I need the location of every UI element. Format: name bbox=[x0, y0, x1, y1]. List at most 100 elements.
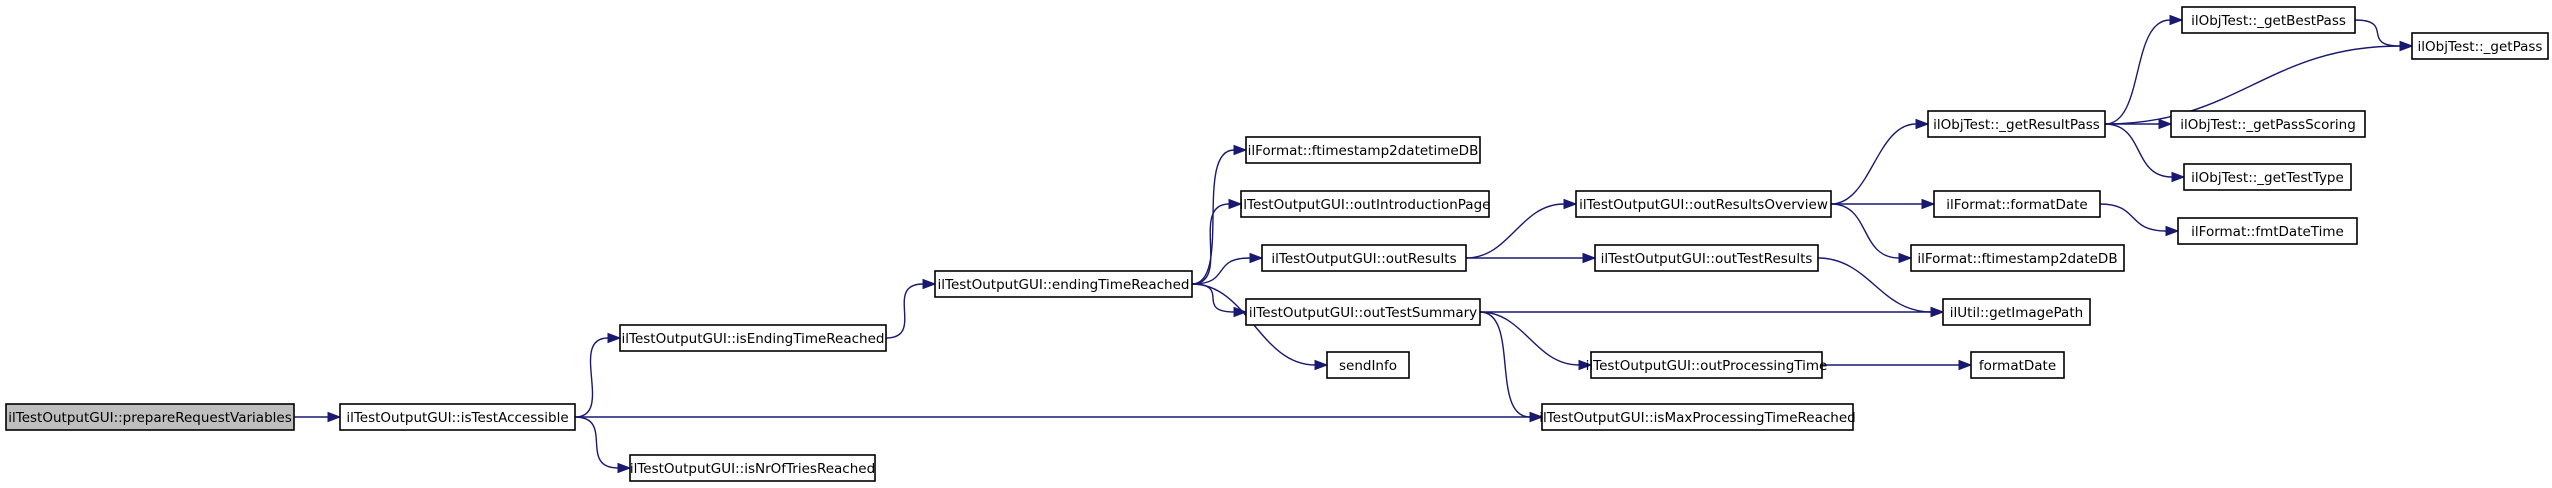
node-getTestType[interactable]: ilObjTest::_getTestType bbox=[2183, 163, 2352, 191]
node-sendInfo[interactable]: sendInfo bbox=[1326, 351, 1410, 379]
edge-arrowhead bbox=[1582, 252, 1597, 264]
node-label: ilTestOutputGUI::isMaxProcessingTimeReac… bbox=[1539, 410, 1855, 426]
node-box bbox=[339, 403, 576, 431]
edge-line bbox=[2104, 123, 2173, 178]
node-label: ilFormat::formatDate bbox=[1946, 197, 2087, 213]
edge-line bbox=[2354, 19, 2401, 47]
node-box bbox=[1240, 190, 1490, 218]
node-label: ilObjTest::_getBestPass bbox=[2191, 13, 2346, 29]
edges-layer bbox=[293, 14, 2414, 474]
node-label: ilTestOutputGUI::isTestAccessible bbox=[346, 410, 568, 426]
node-box bbox=[1326, 351, 1410, 379]
edge-arrowhead bbox=[1563, 198, 1578, 210]
edge-isEndingTimeReached-to-endingTimeReached bbox=[885, 278, 937, 339]
edge-getBestPass-to-getPass bbox=[2354, 19, 2414, 52]
edge-arrowhead bbox=[1958, 359, 1973, 371]
node-label: ilFormat::fmtDateTime bbox=[2191, 224, 2344, 240]
node-outResultsOverview[interactable]: ilTestOutputGUI::outResultsOverview bbox=[1575, 190, 1832, 218]
node-label: ilTestOutputGUI::outTestSummary bbox=[1249, 305, 1477, 321]
edge-endingTimeReached-to-ftimestamp2datetimeDB bbox=[1191, 144, 1248, 285]
edge-line bbox=[574, 416, 619, 469]
node-box bbox=[5, 403, 295, 431]
node-box bbox=[1245, 136, 1481, 164]
node-fmtDateTime[interactable]: ilFormat::fmtDateTime bbox=[2177, 217, 2358, 245]
edge-isTestAccessible-to-isNrOfTriesReached bbox=[574, 416, 632, 474]
edge-arrowhead bbox=[1578, 359, 1593, 371]
node-getPass[interactable]: ilObjTest::_getPass bbox=[2411, 32, 2549, 60]
node-label: ilTestOutputGUI::outProcessingTime bbox=[1586, 358, 1828, 374]
node-outProcessingTime[interactable]: ilTestOutputGUI::outProcessingTime bbox=[1586, 351, 1828, 379]
node-label: ilObjTest::_getPass bbox=[2418, 39, 2543, 55]
edge-outProcessingTime-to-formatDate bbox=[1822, 359, 1973, 371]
edge-arrowhead bbox=[2158, 118, 2173, 130]
edge-outTestSummary-to-outProcessingTime bbox=[1479, 311, 1593, 371]
edge-arrowhead bbox=[1529, 411, 1544, 423]
edge-endingTimeReached-to-outTestSummary bbox=[1191, 283, 1248, 318]
edge-line bbox=[1817, 257, 1932, 313]
edge-arrowhead bbox=[2165, 225, 2180, 237]
node-ftimestamp2datetimeDB[interactable]: ilFormat::ftimestamp2datetimeDB bbox=[1245, 136, 1481, 164]
node-box bbox=[2411, 32, 2549, 60]
node-isEndingTimeReached[interactable]: ilTestOutputGUI::isEndingTimeReached bbox=[619, 324, 887, 352]
node-box bbox=[2177, 217, 2358, 245]
node-formatDateIl[interactable]: ilFormat::formatDate bbox=[1933, 190, 2101, 218]
node-isNrOfTriesReached[interactable]: ilTestOutputGUI::isNrOfTriesReached bbox=[629, 454, 876, 482]
node-getPassScoring[interactable]: ilObjTest::_getPassScoring bbox=[2170, 110, 2366, 138]
edge-arrowhead bbox=[1898, 252, 1913, 264]
node-formatDate[interactable]: formatDate bbox=[1970, 351, 2065, 379]
node-getImagePath[interactable]: ilUtil::getImagePath bbox=[1942, 298, 2091, 326]
edge-outResultsOverview-to-ftimestamp2dateDB bbox=[1830, 203, 1913, 264]
edge-arrowhead bbox=[607, 332, 622, 344]
edge-arrowhead bbox=[2399, 40, 2414, 52]
node-label: ilTestOutputGUI::outResultsOverview bbox=[1579, 197, 1828, 213]
edge-line bbox=[1830, 203, 1900, 259]
node-prepare[interactable]: ilTestOutputGUI::prepareRequestVariables bbox=[5, 403, 295, 431]
edge-line bbox=[1479, 311, 1580, 366]
edge-line bbox=[574, 337, 609, 418]
edge-prepare-to-isTestAccessible bbox=[293, 411, 342, 423]
edge-outResultsOverview-to-formatDateIl bbox=[1831, 198, 1936, 210]
edge-arrowhead bbox=[2169, 14, 2184, 26]
edge-arrowhead bbox=[1915, 118, 1930, 130]
node-box bbox=[1575, 190, 1832, 218]
edge-formatDateIl-to-fmtDateTime bbox=[2099, 203, 2180, 237]
node-label: ilObjTest::_getTestType bbox=[2191, 170, 2344, 186]
edge-line bbox=[1479, 311, 1531, 418]
node-outTestResults[interactable]: ilTestOutputGUI::outTestResults bbox=[1594, 244, 1819, 272]
node-label: ilTestOutputGUI::outResults bbox=[1271, 251, 1456, 267]
edge-line bbox=[885, 283, 924, 339]
node-label: ilFormat::ftimestamp2datetimeDB bbox=[1248, 143, 1479, 159]
edge-getResultPass-to-getPassScoring bbox=[2105, 118, 2173, 130]
edge-line bbox=[2104, 19, 2171, 125]
edge-arrowhead bbox=[922, 278, 937, 290]
edge-outResults-to-outTestResults bbox=[1465, 252, 1597, 264]
node-outIntroductionPage[interactable]: ilTestOutputGUI::outIntroductionPage bbox=[1240, 190, 1491, 218]
edge-getResultPass-to-getTestType bbox=[2104, 123, 2186, 183]
node-outTestSummary[interactable]: ilTestOutputGUI::outTestSummary bbox=[1245, 298, 1481, 326]
edge-line bbox=[2104, 45, 2401, 125]
node-label: ilObjTest::_getResultPass bbox=[1933, 117, 2100, 133]
node-label: ilUtil::getImagePath bbox=[1950, 305, 2083, 321]
node-box bbox=[934, 270, 1193, 298]
node-label: ilTestOutputGUI::isNrOfTriesReached bbox=[630, 461, 875, 477]
node-isMaxProcessingTimeReached[interactable]: ilTestOutputGUI::isMaxProcessingTimeReac… bbox=[1539, 403, 1856, 431]
node-box bbox=[2181, 6, 2356, 34]
node-label: sendInfo bbox=[1339, 358, 1397, 374]
edge-arrowhead bbox=[1921, 198, 1936, 210]
node-getBestPass[interactable]: ilObjTest::_getBestPass bbox=[2181, 6, 2356, 34]
node-box bbox=[1933, 190, 2101, 218]
node-outResults[interactable]: ilTestOutputGUI::outResults bbox=[1261, 244, 1467, 272]
node-getResultPass[interactable]: ilObjTest::_getResultPass bbox=[1927, 110, 2106, 138]
edge-outResultsOverview-to-getResultPass bbox=[1830, 118, 1930, 205]
edge-endingTimeReached-to-outResults bbox=[1191, 252, 1264, 285]
edge-outTestSummary-to-getImagePath bbox=[1480, 306, 1945, 318]
node-label: ilTestOutputGUI::outIntroductionPage bbox=[1240, 197, 1491, 213]
node-label: ilTestOutputGUI::endingTimeReached bbox=[938, 277, 1190, 293]
node-endingTimeReached[interactable]: ilTestOutputGUI::endingTimeReached bbox=[934, 270, 1193, 298]
edge-line bbox=[1465, 203, 1565, 259]
edge-arrowhead bbox=[327, 411, 342, 423]
node-isTestAccessible[interactable]: ilTestOutputGUI::isTestAccessible bbox=[339, 403, 576, 431]
node-label: ilTestOutputGUI::outTestResults bbox=[1601, 251, 1813, 267]
edge-isTestAccessible-to-isMaxProcessingTimeReached bbox=[575, 411, 1544, 423]
node-ftimestamp2dateDB[interactable]: ilFormat::ftimestamp2dateDB bbox=[1910, 244, 2125, 272]
